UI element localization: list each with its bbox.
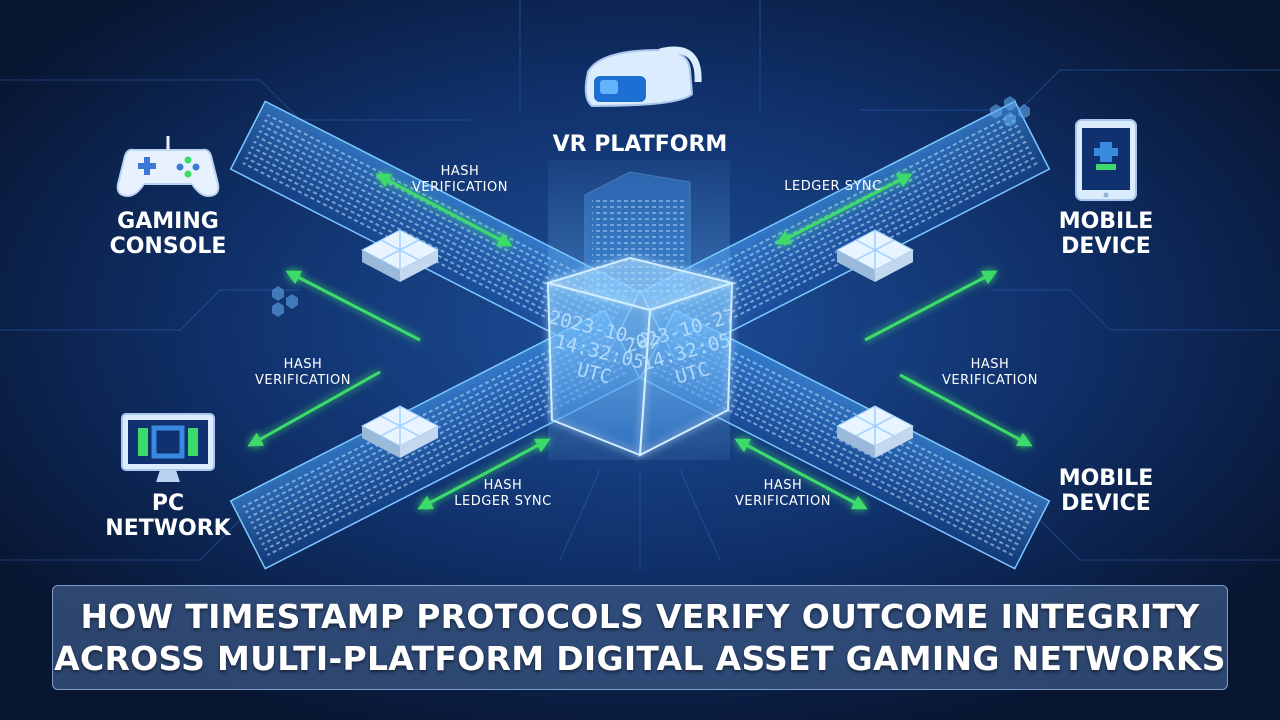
monitor-icon (121, 413, 215, 482)
flow-label-top-left-line2: VERIFICATION (412, 180, 508, 195)
flow-label-top-left-line1: HASH (441, 164, 480, 179)
flow-label-mid-right-line1: HASH (971, 357, 1010, 372)
arrow-mid-left-lower (247, 370, 381, 447)
label-mobile-bottom-line1: MOBILE (1059, 466, 1154, 491)
hexagon-cluster (272, 96, 1030, 317)
gamepad-icon (116, 136, 220, 198)
vr-headset-icon (584, 46, 702, 108)
arrow-mid-right-upper (864, 270, 998, 342)
flow-label-top-right: LEDGER SYNC (784, 179, 881, 194)
flow-label-mid-right-line2: VERIFICATION (942, 373, 1038, 388)
label-mobile-top-line2: DEVICE (1061, 234, 1151, 259)
flow-label-bottom-right-line2: VERIFICATION (735, 494, 831, 509)
arrow-bottom-right (734, 438, 868, 510)
arrow-mid-right-lower (899, 373, 1033, 447)
label-gaming-console-line1: GAMING (117, 209, 219, 234)
timestamp-cube (544, 256, 736, 457)
arrow-top-left (375, 173, 513, 247)
label-pc-network-line1: PC (152, 491, 184, 516)
label-gaming-console-line2: CONSOLE (110, 234, 227, 259)
label-pc-network-line2: NETWORK (105, 516, 231, 541)
label-mobile-top-line1: MOBILE (1059, 209, 1154, 234)
flow-label-bottom-right-line1: HASH (764, 478, 803, 493)
label-mobile-bottom-line2: DEVICE (1061, 491, 1151, 516)
tablet-icon (1075, 119, 1137, 201)
flow-label-mid-left-line2: VERIFICATION (255, 373, 351, 388)
circuit-traces (0, 0, 1280, 570)
title-line-2: ACROSS MULTI-PLATFORM DIGITAL ASSET GAMI… (54, 638, 1226, 678)
title-line-1: HOW TIMESTAMP PROTOCOLS VERIFY OUTCOME I… (80, 596, 1200, 636)
flow-label-bottom-left-line1: HASH (484, 478, 523, 493)
flow-arrows (247, 173, 1033, 510)
flow-label-mid-left-line1: HASH (284, 357, 323, 372)
label-vr-platform: VR PLATFORM (553, 132, 728, 157)
flow-label-bottom-left-line2: LEDGER SYNC (454, 494, 551, 509)
title-banner: HOW TIMESTAMP PROTOCOLS VERIFY OUTCOME I… (52, 585, 1228, 690)
arrow-mid-left-upper (285, 270, 421, 342)
arrow-bottom-left (417, 438, 551, 510)
arrow-top-right (775, 173, 913, 245)
